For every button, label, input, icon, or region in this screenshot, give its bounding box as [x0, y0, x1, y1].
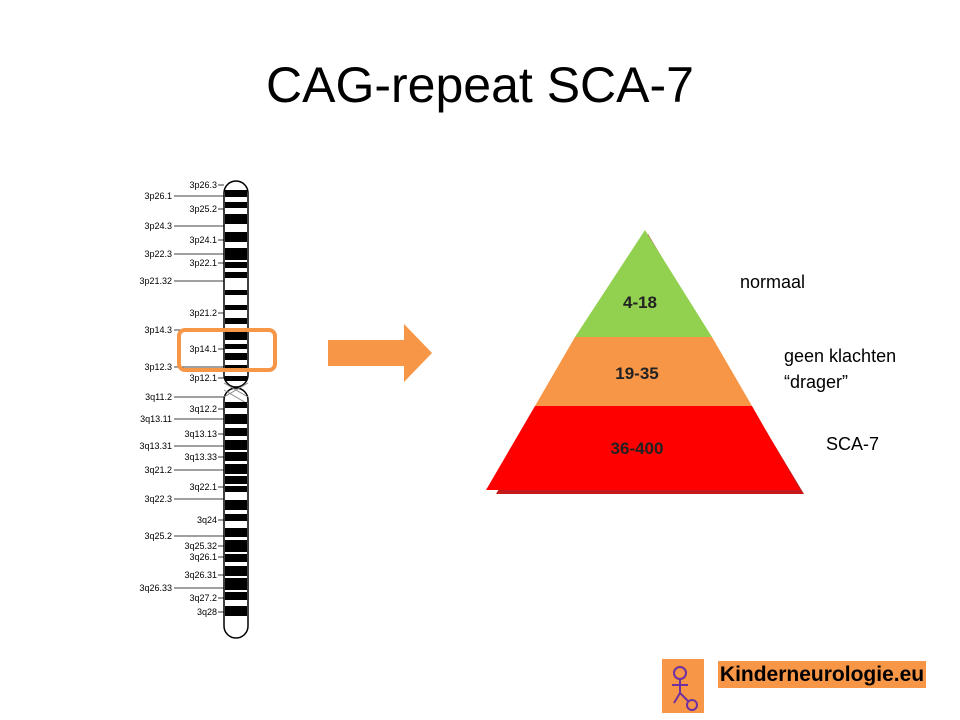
chromosome-band: [225, 344, 247, 349]
tier-label-carrier: 19-35: [615, 364, 659, 383]
chromosome-band: [225, 554, 247, 562]
chromosome-band: [225, 540, 247, 552]
band-label: 3p26.1: [144, 191, 172, 201]
chromosome-band: [225, 514, 247, 521]
band-label: 3p21.32: [139, 276, 172, 286]
chromosome-band: [225, 262, 247, 268]
chromosome-band: [225, 464, 247, 474]
chromosome-q-arm: [223, 387, 249, 639]
highlight-box: [177, 328, 277, 372]
band-label: 3q13.13: [184, 429, 217, 439]
band-label: 3q22.1: [189, 482, 217, 492]
band-label: 3q22.3: [144, 494, 172, 504]
band-label: 3p14.3: [144, 325, 172, 335]
chromosome-band: [225, 414, 247, 424]
band-label: 3p26.3: [189, 180, 217, 190]
chromosome-band: [225, 592, 247, 600]
band-label: 3p24.1: [189, 235, 217, 245]
band-label: 3q11.2: [145, 392, 172, 402]
pyramid: [486, 230, 804, 494]
highlight-rect: [177, 328, 277, 372]
chromosome-band: [225, 232, 247, 242]
description-normal: normaal: [740, 272, 806, 292]
chromosome-band: [225, 290, 247, 295]
band-label: 3q13.33: [184, 452, 217, 462]
chromosome-band: [225, 566, 247, 576]
band-label: 3p12.1: [189, 373, 217, 383]
chromosome-band: [225, 248, 247, 260]
pyramid-tier-sca7: [486, 406, 800, 490]
band-label: 3q25.32: [184, 541, 217, 551]
band-label: 3q27.2: [189, 593, 217, 603]
arrow-shape: [328, 324, 432, 382]
band-label: 3p25.2: [189, 204, 217, 214]
band-label: 3q26.1: [189, 552, 217, 562]
band-label: 3p12.3: [144, 362, 172, 372]
chromosome-band: [225, 486, 247, 492]
band-label: 3q24: [197, 515, 217, 525]
chromosome-band: [225, 578, 247, 590]
centromere-hatch: [223, 382, 249, 405]
band-label: 3p21.2: [189, 308, 217, 318]
tier-label-normal: 4-18: [622, 293, 658, 312]
arrow-icon: [328, 324, 432, 382]
band-label: 3q21.2: [144, 465, 172, 475]
chromosome-band: [225, 202, 247, 208]
chromosome-band: [225, 190, 247, 197]
logo-icon: [662, 659, 704, 713]
chromosome-band: [225, 452, 247, 461]
band-label: 3p14.1: [189, 344, 217, 354]
chromosome-band: [225, 305, 247, 310]
chromosome-band: [225, 440, 247, 450]
band-label: 3p24.3: [144, 221, 172, 231]
band-label: 3q13.11: [140, 414, 172, 424]
chromosome-band: [225, 402, 247, 408]
chromosome-band: [225, 606, 247, 616]
chromosome-band: [225, 500, 247, 510]
tier-label-sca7: 36-400: [610, 439, 664, 458]
brand-label: Kinderneurologie.eu: [718, 661, 926, 688]
chromosome-band: [225, 332, 247, 340]
band-label: 3q26.33: [139, 583, 172, 593]
pyramid-tier-carrier: [535, 337, 752, 406]
chromosome-band: [225, 353, 247, 360]
chromosome-band: [225, 476, 247, 484]
slide-title: CAG-repeat SCA-7: [266, 57, 694, 113]
description-sca7: SCA-7: [826, 434, 880, 454]
band-label: 3q26.31: [184, 570, 217, 580]
chromosome-band: [225, 214, 247, 224]
band-label: 3q13.31: [139, 441, 172, 451]
band-label: 3p22.3: [144, 249, 172, 259]
chromosome-band: [225, 272, 247, 278]
chromosome-band: [225, 428, 247, 436]
description-carrier: geen klachten “drager”: [784, 346, 897, 392]
chromosome-band: [225, 376, 247, 381]
band-label: 3q25.2: [144, 531, 172, 541]
band-label: 3q28: [197, 607, 217, 617]
chromosome-band: [225, 318, 247, 324]
band-label: 3p22.1: [189, 258, 217, 268]
pyramid-tier-normal: [575, 230, 712, 337]
band-label: 3q12.2: [189, 404, 217, 414]
child-figure-icon: [672, 666, 698, 711]
chromosome-band: [225, 528, 247, 537]
